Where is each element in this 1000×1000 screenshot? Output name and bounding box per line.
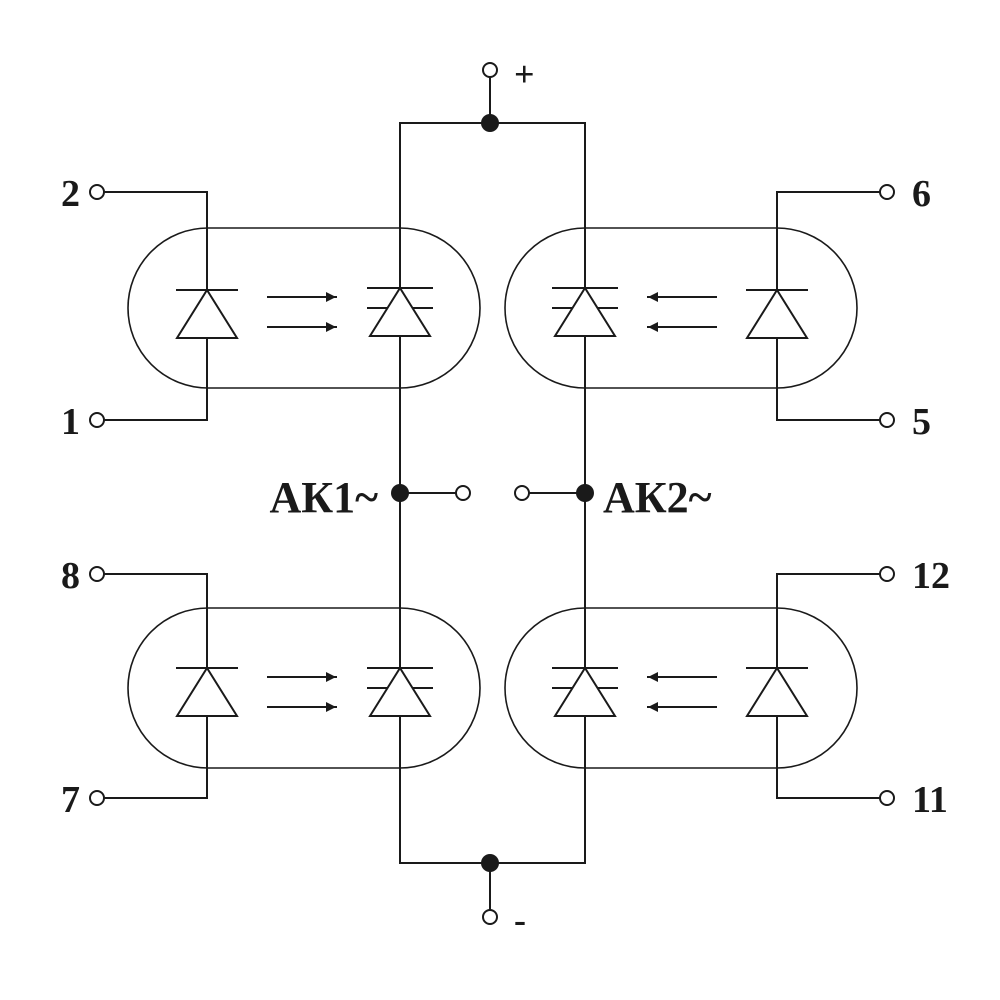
power-bus bbox=[399, 74, 586, 913]
label-pin-2: 2 bbox=[61, 173, 80, 215]
terminal-pin-1 bbox=[89, 412, 105, 428]
label-ak2: АК2~ bbox=[603, 473, 712, 522]
terminal-pin-6 bbox=[879, 184, 895, 200]
junction-minus bbox=[481, 854, 499, 872]
junction-ak2 bbox=[576, 484, 594, 502]
optocoupler-housing-bottom-left bbox=[127, 607, 481, 769]
terminal-plus bbox=[482, 62, 498, 78]
triac-icon-1 bbox=[367, 286, 433, 337]
terminal-pin-12 bbox=[879, 566, 895, 582]
label-pin-5: 5 bbox=[912, 401, 931, 443]
light-arrows-icon-2 bbox=[647, 292, 717, 332]
label-minus: - bbox=[514, 900, 526, 940]
junction-ak1 bbox=[391, 484, 409, 502]
led-icon-3 bbox=[175, 666, 239, 717]
led-icon-2 bbox=[745, 288, 809, 339]
label-pin-6: 6 bbox=[912, 173, 931, 215]
optocoupler-housing-top-right bbox=[504, 227, 858, 389]
terminal-pin-11 bbox=[879, 790, 895, 806]
terminal-pin-2 bbox=[89, 184, 105, 200]
optocoupler-housing-bottom-right bbox=[504, 607, 858, 769]
led-icon-1 bbox=[175, 288, 239, 339]
label-ak1: АК1~ bbox=[269, 473, 378, 522]
label-pin-12: 12 bbox=[912, 555, 950, 597]
junction-plus bbox=[481, 114, 499, 132]
label-pin-1: 1 bbox=[61, 401, 80, 443]
terminal-pin-5 bbox=[879, 412, 895, 428]
label-pin-8: 8 bbox=[61, 555, 80, 597]
triac-icon-2 bbox=[552, 286, 618, 337]
terminal-ak1 bbox=[455, 485, 471, 501]
terminal-pin-7 bbox=[89, 790, 105, 806]
light-arrows-icon-3 bbox=[267, 672, 337, 712]
terminal-pin-8 bbox=[89, 566, 105, 582]
label-pin-7: 7 bbox=[61, 779, 80, 821]
triac-icon-4 bbox=[552, 666, 618, 717]
terminal-ak2 bbox=[514, 485, 530, 501]
label-pin-11: 11 bbox=[912, 779, 948, 821]
terminal-minus bbox=[482, 909, 498, 925]
light-arrows-icon-1 bbox=[267, 292, 337, 332]
triac-icon-3 bbox=[367, 666, 433, 717]
light-arrows-icon-4 bbox=[647, 672, 717, 712]
label-plus: + bbox=[514, 54, 535, 94]
optocoupler-housing-top-left bbox=[127, 227, 481, 389]
led-icon-4 bbox=[745, 666, 809, 717]
